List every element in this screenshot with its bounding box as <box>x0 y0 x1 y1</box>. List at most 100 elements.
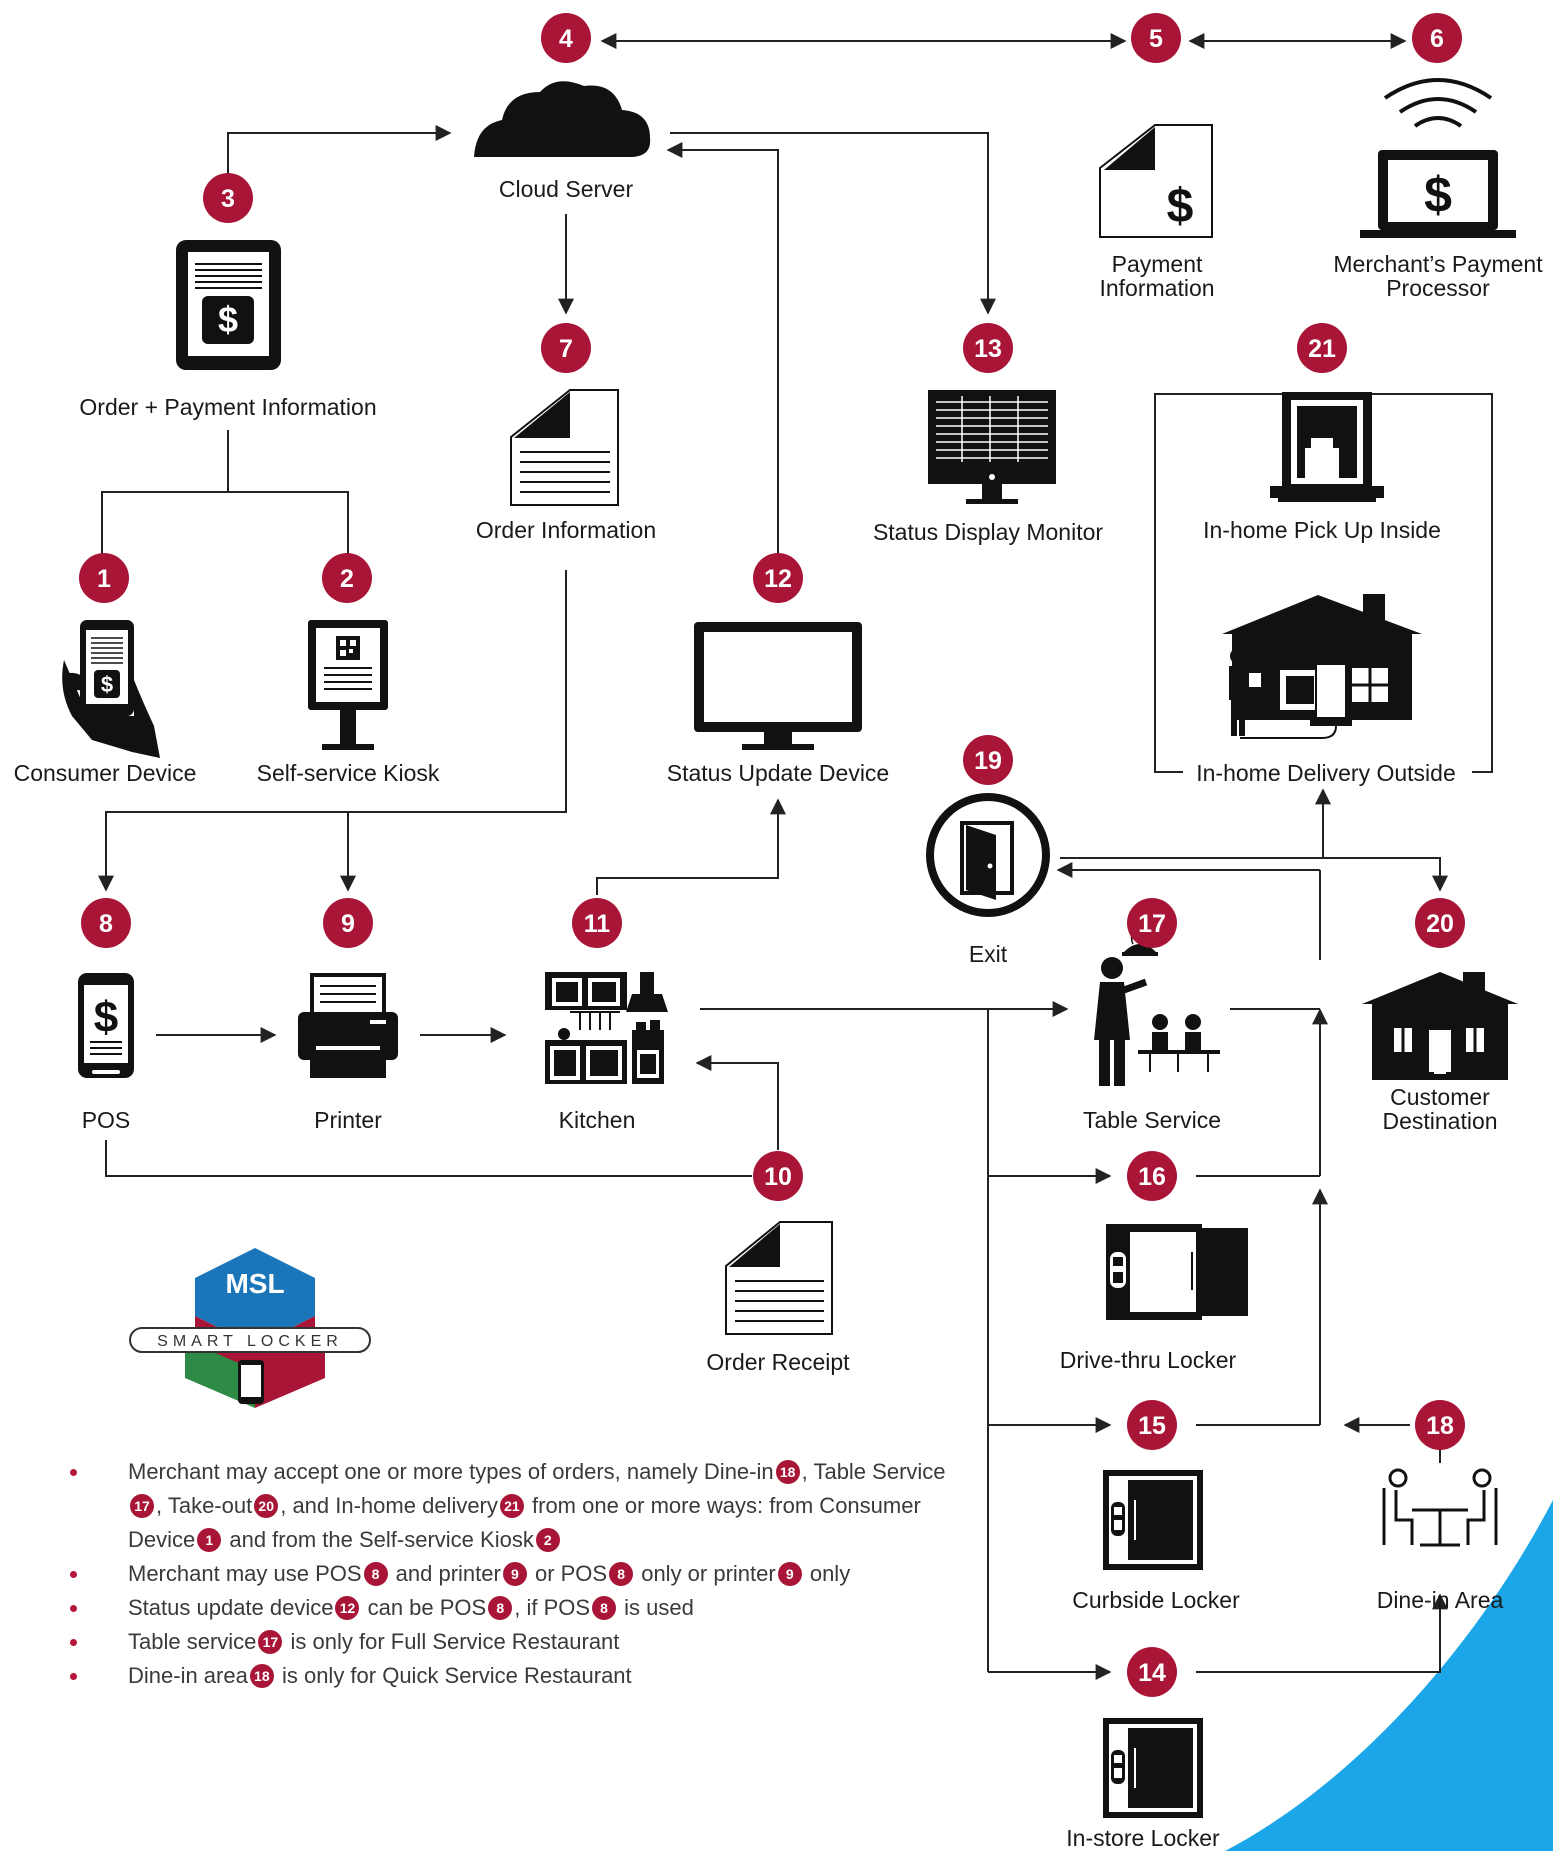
svg-text:2: 2 <box>340 565 354 593</box>
badge-5: 5 <box>1131 13 1181 63</box>
note-number-badge: 17 <box>258 1630 283 1654</box>
window-pickup-icon <box>1270 392 1384 502</box>
svg-text:$: $ <box>94 993 118 1042</box>
phone-in-hand-icon: $ <box>62 620 161 758</box>
note-number-badge: 17 <box>130 1494 154 1518</box>
exit-door-icon <box>926 793 1050 917</box>
logo-band-text: SMART LOCKER <box>157 1333 343 1350</box>
table-service-icon <box>1094 931 1220 1086</box>
svg-text:19: 19 <box>974 747 1002 775</box>
svg-text:11: 11 <box>584 910 611 938</box>
badge-11: 11 <box>572 898 622 948</box>
notes-list: Merchant may accept one or more types of… <box>70 1455 970 1693</box>
svg-text:$: $ <box>218 299 238 340</box>
label-inhome-delivery: In-home Delivery Outside <box>1196 760 1456 786</box>
badge-10: 10 <box>753 1151 803 1201</box>
note-number-badge: 18 <box>775 1460 800 1484</box>
note-number-badge: 2 <box>535 1528 560 1552</box>
label-pos: POS <box>82 1107 131 1133</box>
svg-text:7: 7 <box>559 335 573 363</box>
badge-19: 19 <box>963 735 1013 785</box>
svg-text:1: 1 <box>97 565 111 593</box>
note-text: only <box>803 1561 851 1586</box>
kitchen-icon <box>545 972 668 1084</box>
laptop-wifi-icon: $ <box>1360 78 1516 238</box>
status-monitor-icon <box>928 390 1056 504</box>
label-payment-info-1: Payment <box>1112 251 1203 277</box>
note-text: Table service <box>128 1629 257 1654</box>
bullet-dot <box>70 1673 77 1680</box>
badge-9: 9 <box>323 898 373 948</box>
dine-in-area-icon <box>1382 1468 1498 1547</box>
label-inhome-pickup: In-home Pick Up Inside <box>1203 517 1441 543</box>
bullet-dot <box>70 1639 77 1646</box>
note-number-badge: 8 <box>488 1596 513 1620</box>
note-number-badge: 8 <box>592 1596 617 1620</box>
house-destination-icon <box>1362 972 1518 1080</box>
label-printer: Printer <box>314 1107 382 1133</box>
label-order-payment-info: Order + Payment Information <box>79 394 376 420</box>
badge-3: 3 <box>203 173 253 223</box>
note-text: is only for Quick Service Restaurant <box>275 1663 632 1688</box>
label-instore-locker: In-store Locker <box>1066 1825 1220 1851</box>
label-dine-in-area: Dine-in Area <box>1377 1587 1504 1613</box>
tablet-payment-icon: $ <box>176 240 281 370</box>
badge-2: 2 <box>322 553 372 603</box>
note-text: Dine-in area <box>128 1663 248 1688</box>
note-number-badge: 18 <box>249 1664 274 1688</box>
note-text: can be POS <box>361 1595 487 1620</box>
drive-thru-locker-icon <box>1106 1224 1248 1320</box>
label-order-receipt: Order Receipt <box>706 1349 850 1375</box>
label-cloud-server: Cloud Server <box>499 176 634 202</box>
note-number-badge: 9 <box>777 1562 802 1586</box>
note-number-badge: 20 <box>254 1494 279 1518</box>
status-update-monitor-icon <box>694 622 862 750</box>
badge-18: 18 <box>1415 1400 1465 1450</box>
payment-document-icon: $ <box>1099 124 1213 238</box>
note-text: or POS <box>528 1561 608 1586</box>
logo-msl-text: MSL <box>225 1268 284 1299</box>
note-text: Merchant may use POS <box>128 1561 362 1586</box>
order-document-icon <box>510 389 619 506</box>
bullet-dot <box>70 1469 77 1476</box>
svg-text:13: 13 <box>974 335 1002 363</box>
badge-6: 6 <box>1412 13 1462 63</box>
badges: 1 2 3 4 5 6 7 8 9 10 11 12 13 14 15 16 1… <box>79 13 1465 1697</box>
svg-text:5: 5 <box>1149 25 1163 53</box>
svg-text:$: $ <box>101 672 113 697</box>
label-self-service-kiosk: Self-service Kiosk <box>257 760 440 786</box>
label-consumer-device: Consumer Device <box>14 760 197 786</box>
note-number-badge: 8 <box>609 1562 634 1586</box>
badge-14: 14 <box>1127 1647 1177 1697</box>
label-kitchen: Kitchen <box>559 1107 636 1133</box>
label-customer-destination-2: Destination <box>1382 1108 1497 1134</box>
svg-text:8: 8 <box>99 910 113 938</box>
label-curbside-locker: Curbside Locker <box>1072 1587 1240 1613</box>
note-text: , Table Service <box>801 1459 946 1484</box>
badge-7: 7 <box>541 323 591 373</box>
house-delivery-icon <box>1222 594 1422 739</box>
label-payment-processor-1: Merchant’s Payment <box>1333 251 1543 277</box>
connectors <box>98 33 1493 1680</box>
label-order-information: Order Information <box>476 517 656 543</box>
receipt-document-icon <box>725 1221 833 1335</box>
svg-text:$: $ <box>1167 180 1194 233</box>
svg-text:$: $ <box>1424 167 1452 223</box>
badge-4: 4 <box>541 13 591 63</box>
label-table-service: Table Service <box>1083 1107 1221 1133</box>
note-text: Status update device <box>128 1595 334 1620</box>
note-text: , if POS <box>514 1595 591 1620</box>
label-payment-processor-2: Processor <box>1386 275 1490 301</box>
note-text: from one or more ways: from Consumer Dev… <box>128 1493 921 1552</box>
kiosk-icon <box>308 620 388 750</box>
svg-text:21: 21 <box>1308 335 1336 363</box>
label-status-update-device: Status Update Device <box>667 760 889 786</box>
svg-text:14: 14 <box>1138 1659 1166 1687</box>
note-text: only or printer <box>635 1561 776 1586</box>
note-number-badge: 21 <box>499 1494 524 1518</box>
